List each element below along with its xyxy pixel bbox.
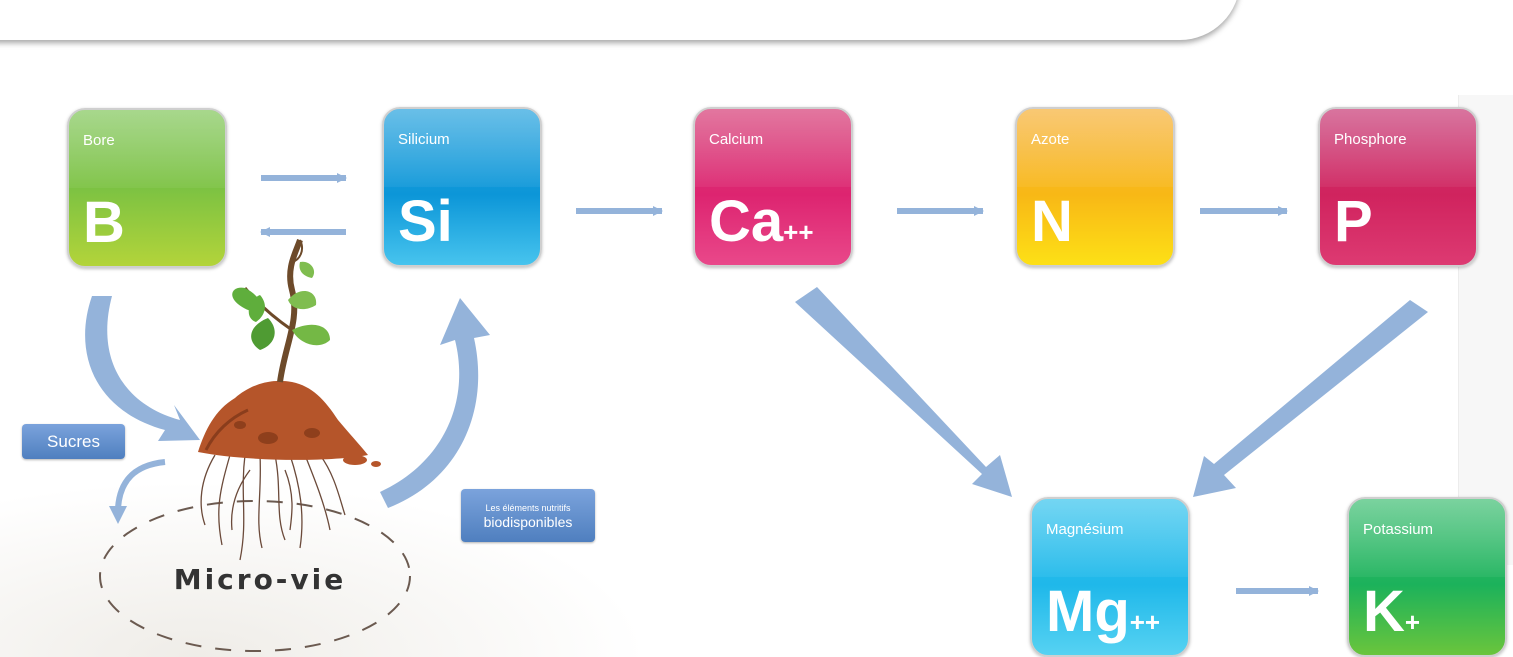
label-sucres: Sucres (22, 424, 125, 459)
arrow-sucres-to-microvie (109, 459, 166, 524)
tile-name: Bore (83, 132, 115, 149)
tile-symbol: P (1334, 189, 1373, 254)
label-micro-vie: Micro-vie (173, 563, 347, 596)
tile-azote: Azote N (1015, 107, 1175, 267)
tile-name: Azote (1031, 131, 1070, 148)
tile-symbol: N (1031, 189, 1073, 254)
arrow-calcium-to-magnesium (795, 287, 1012, 497)
label-elements-biodisponibles: Les éléments nutritifs biodisponibles (461, 489, 595, 542)
tile-symbol: K+ (1363, 579, 1421, 644)
tile-calcium: Calcium Ca++ (693, 107, 853, 267)
tile-phosphore: Phosphore P (1318, 107, 1478, 267)
tile-symbol: Mg++ (1046, 579, 1161, 644)
tile-name: Phosphore (1334, 131, 1407, 148)
tile-name: Potassium (1363, 521, 1434, 538)
header-banner (0, 0, 1240, 40)
label-elements-big: biodisponibles (483, 514, 573, 530)
tile-bore: Bore B (67, 108, 227, 268)
tile-name: Calcium (709, 131, 764, 148)
tile-symbol: B (83, 190, 125, 255)
tile-magnesium: Magnésium Mg++ (1030, 497, 1190, 657)
arrow-bore-to-plant (85, 296, 200, 441)
tile-name: Silicium (398, 131, 450, 148)
arrow-plant-to-silicium (380, 298, 490, 508)
microvie-ellipse (99, 500, 411, 652)
arrow-phosphore-to-magnesium (1193, 300, 1428, 497)
tile-symbol: Ca++ (709, 189, 814, 254)
label-elements-small: Les éléments nutritifs (485, 503, 571, 513)
tile-potassium: Potassium K+ (1347, 497, 1507, 657)
tile-name: Magnésium (1046, 521, 1124, 538)
tile-silicium: Silicium Si (382, 107, 542, 267)
tile-symbol: Si (398, 189, 453, 254)
plant-illustration (198, 238, 381, 561)
